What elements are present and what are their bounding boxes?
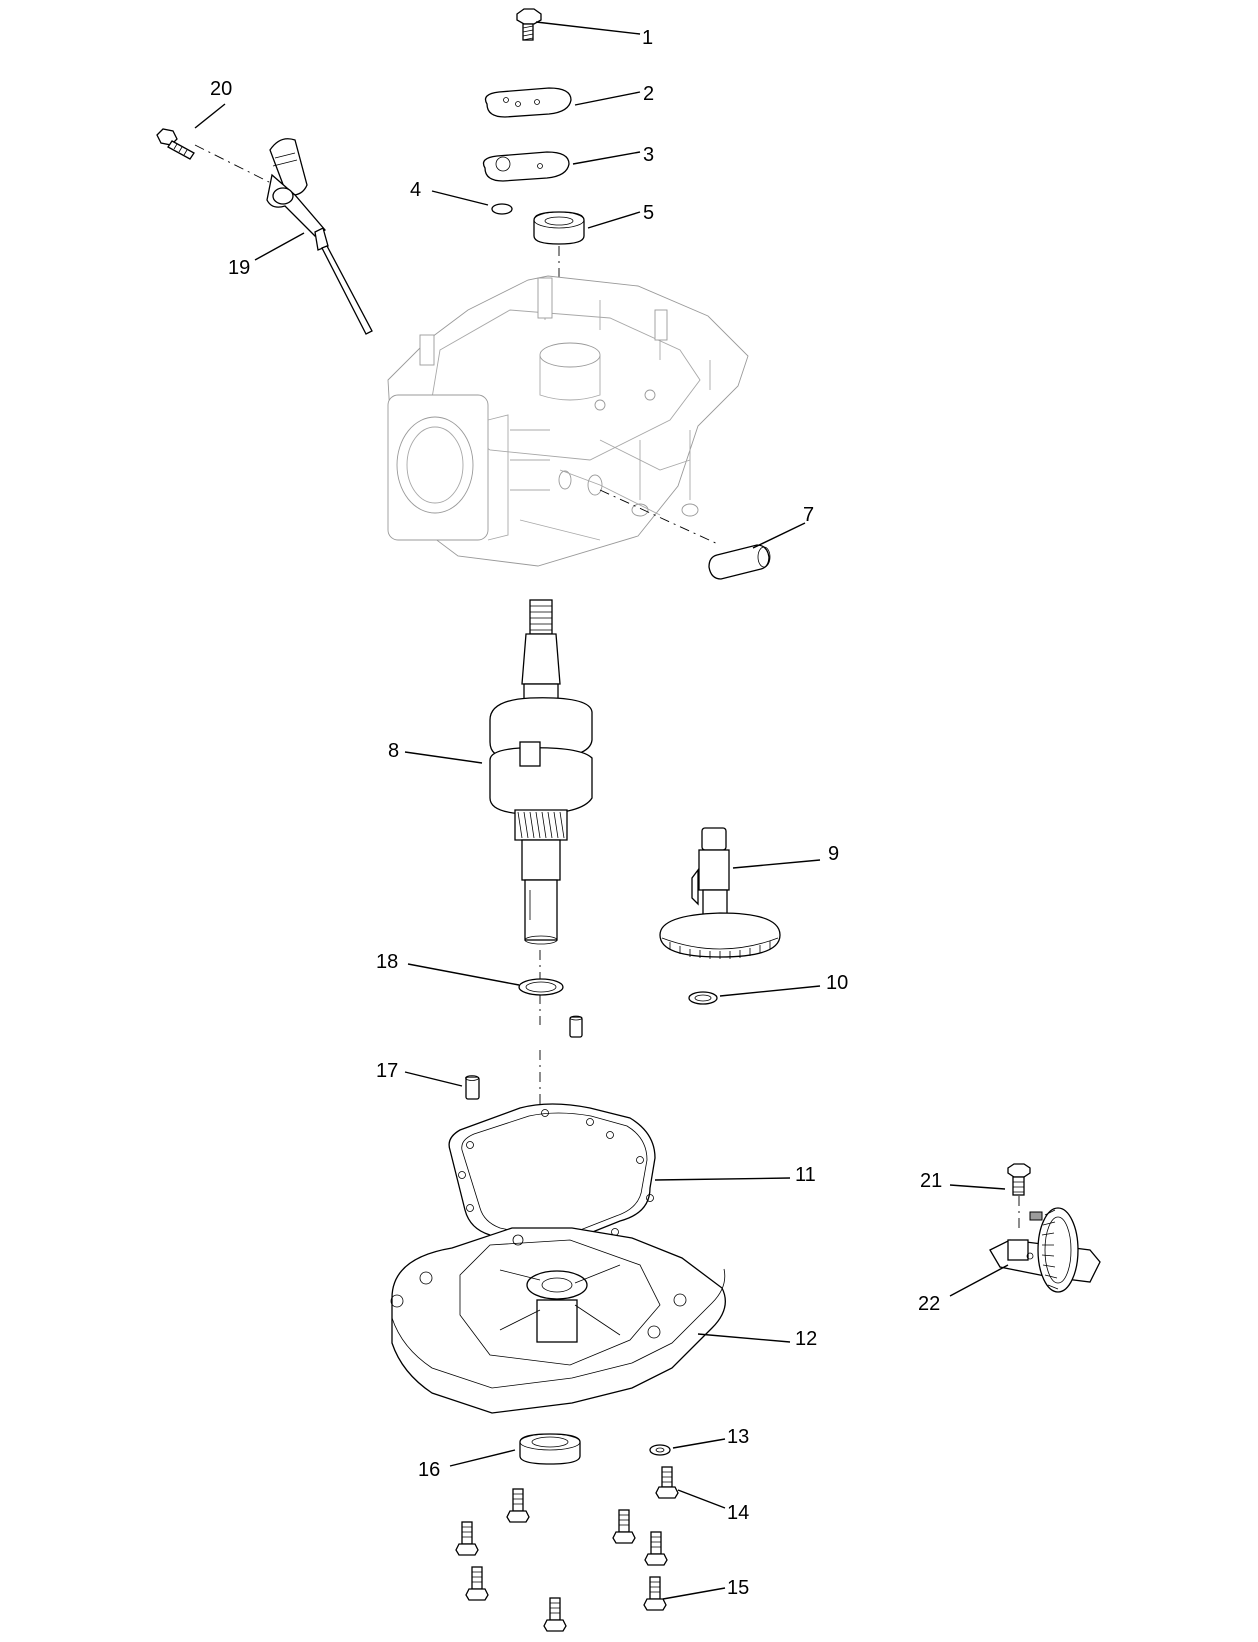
callout-21: 21 <box>920 1170 942 1192</box>
part-2-cover-plate[interactable] <box>484 87 572 118</box>
part-16-oil-seal[interactable] <box>519 1433 581 1465</box>
part-19-oil-filler-dipstick[interactable] <box>266 138 373 335</box>
bolt <box>506 1488 530 1523</box>
callout-10: 10 <box>826 972 848 994</box>
callout-11: 11 <box>795 1164 816 1186</box>
part-13-washer[interactable] <box>649 1444 671 1456</box>
callout-2: 2 <box>643 83 654 105</box>
callout-20: 20 <box>210 78 232 100</box>
part-4-plug[interactable] <box>491 203 513 215</box>
callout-5: 5 <box>643 202 654 224</box>
callout-9: 9 <box>828 843 839 865</box>
callout-1: 1 <box>642 27 653 49</box>
part-17-dowel-pin[interactable] <box>465 1075 480 1100</box>
callout-22: 22 <box>918 1293 940 1315</box>
callout-4: 4 <box>410 179 421 201</box>
leader-lines <box>194 21 1009 1600</box>
part-5-oil-seal[interactable] <box>533 211 585 245</box>
part-9-camshaft[interactable] <box>659 827 781 959</box>
dowel-pin <box>569 1015 583 1038</box>
callout-19: 19 <box>228 257 250 279</box>
part-18-washer[interactable] <box>518 978 564 996</box>
bolt <box>612 1509 636 1544</box>
callout-3: 3 <box>643 144 654 166</box>
callout-16: 16 <box>418 1459 440 1481</box>
callout-14: 14 <box>727 1502 749 1524</box>
part-12-crankcase-cover[interactable] <box>390 1227 726 1414</box>
callout-15: 15 <box>727 1577 749 1599</box>
bolt <box>644 1531 668 1566</box>
part-7-pin[interactable] <box>708 544 771 580</box>
part-14-bolt[interactable] <box>655 1466 679 1499</box>
part-10-washer[interactable] <box>688 991 718 1005</box>
callout-7: 7 <box>803 504 814 526</box>
bolt <box>455 1521 479 1556</box>
part-8-crankshaft[interactable] <box>489 599 593 945</box>
callout-18: 18 <box>376 951 398 973</box>
part-22-governor-assembly[interactable] <box>989 1207 1101 1293</box>
bolt <box>643 1576 667 1611</box>
part-21-bolt[interactable] <box>1007 1163 1031 1196</box>
part-15-bolt-group[interactable] <box>455 1488 668 1632</box>
callout-12: 12 <box>795 1328 817 1350</box>
part-20-bolt[interactable] <box>156 128 195 160</box>
bolt <box>543 1597 567 1632</box>
callout-13: 13 <box>727 1426 749 1448</box>
crankcase-reference <box>387 275 749 567</box>
callout-labels: 1 2 3 4 5 7 8 9 10 11 12 13 14 15 16 17 … <box>210 27 942 1599</box>
bolt <box>465 1566 489 1601</box>
part-11-gasket[interactable] <box>448 1103 656 1249</box>
callout-17: 17 <box>376 1060 398 1082</box>
part-3-gasket[interactable] <box>482 151 570 182</box>
part-1-bolt[interactable] <box>516 8 542 41</box>
callout-8: 8 <box>388 740 399 762</box>
